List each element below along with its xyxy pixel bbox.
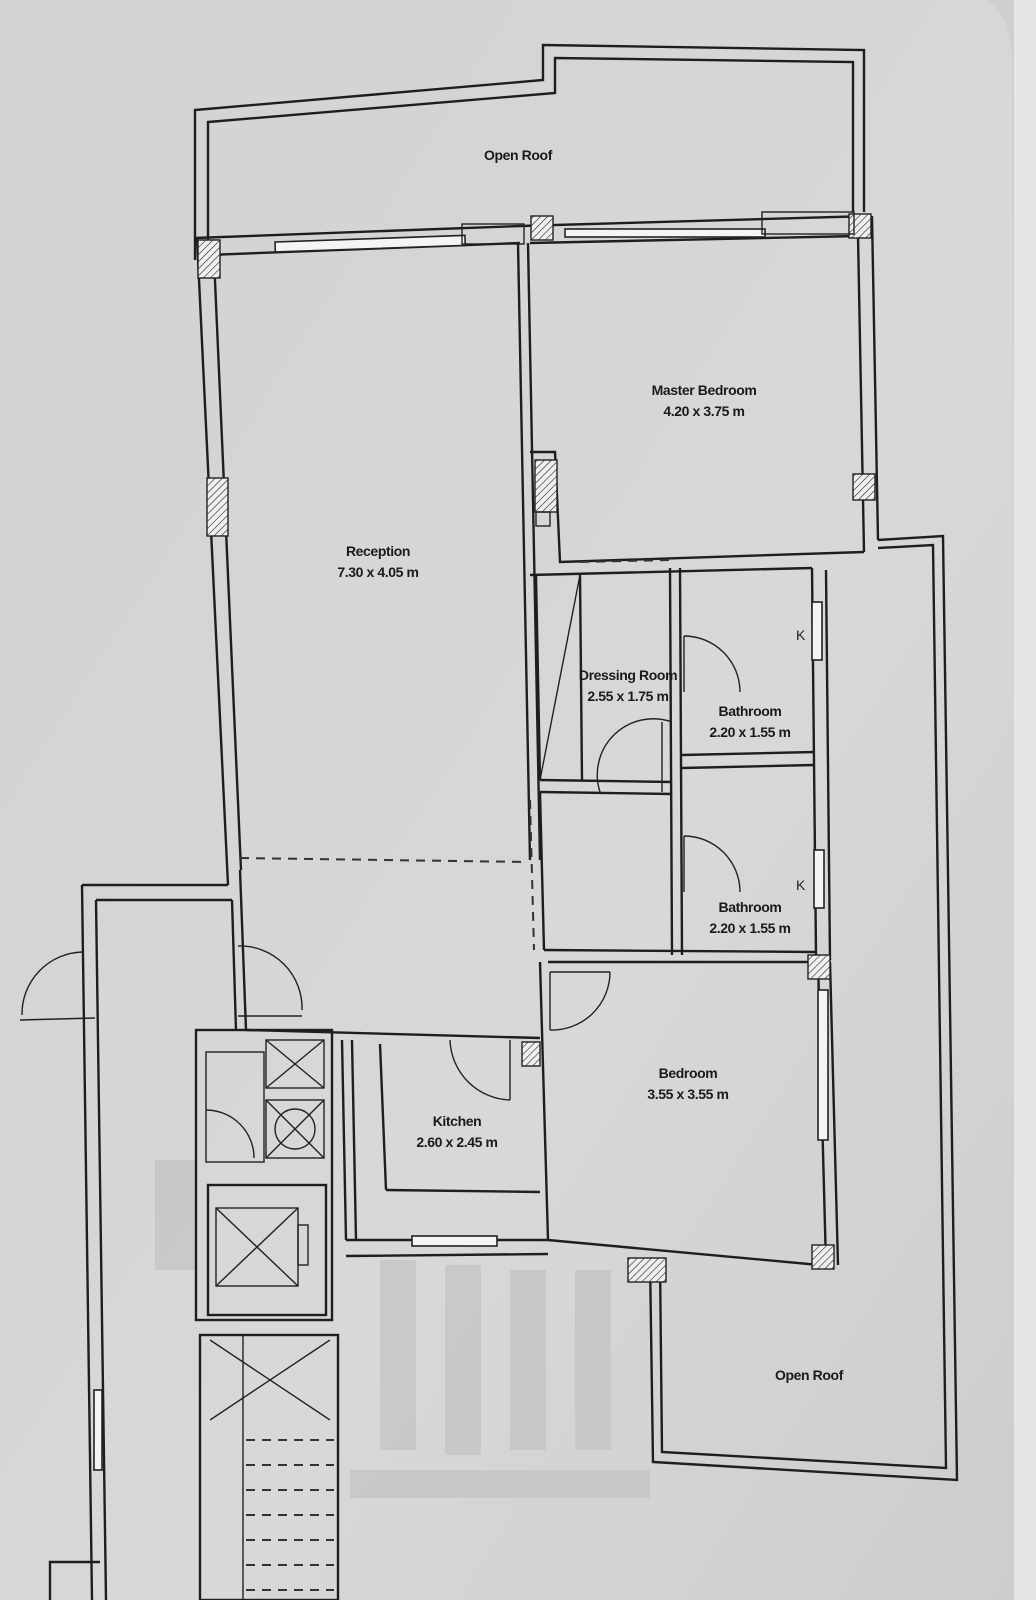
entry-corridor <box>19 883 303 1600</box>
reception-room <box>206 242 542 863</box>
label-reception-name: Reception <box>346 543 410 559</box>
label-master-bedroom-name: Master Bedroom <box>652 382 757 398</box>
label-open-roof-top: Open Roof <box>484 147 553 163</box>
top-open-roof <box>193 43 866 260</box>
master-bedroom-room <box>530 450 876 564</box>
label-bathroom-1-size: 2.20 x 1.55 m <box>709 724 790 740</box>
page-edge <box>1014 0 1036 1600</box>
label-bathroom-2-name: Bathroom <box>719 899 782 915</box>
room-labels: Open Roof Master Bedroom 4.20 x 3.75 m R… <box>337 147 844 1383</box>
show-through-shadows <box>155 1160 650 1498</box>
label-reception-size: 7.30 x 4.05 m <box>337 564 418 580</box>
label-bedroom-size: 3.55 x 3.55 m <box>647 1086 728 1102</box>
svg-text:K: K <box>796 627 806 643</box>
label-bathroom-1-name: Bathroom <box>719 703 782 719</box>
outer-walls <box>194 214 959 1482</box>
label-bathroom-2-size: 2.20 x 1.55 m <box>709 920 790 936</box>
label-bedroom-name: Bedroom <box>659 1065 718 1081</box>
bedroom-room <box>538 954 840 1283</box>
label-open-roof-bottom: Open Roof <box>775 1367 844 1383</box>
label-kitchen-name: Kitchen <box>433 1113 482 1129</box>
front-windows <box>197 211 872 279</box>
service-core <box>194 1028 334 1322</box>
label-master-bedroom-size: 4.20 x 3.75 m <box>663 403 744 419</box>
svg-text:K: K <box>796 877 806 893</box>
lower-left-outline <box>48 1560 100 1600</box>
label-kitchen-size: 2.60 x 2.45 m <box>416 1134 497 1150</box>
kitchen-room <box>238 869 549 1258</box>
label-dressing-room-name: Dressing Room <box>579 667 677 683</box>
label-dressing-room-size: 2.55 x 1.75 m <box>587 688 668 704</box>
dressing-bath-block: K K <box>529 566 832 964</box>
stairs <box>198 1333 340 1600</box>
